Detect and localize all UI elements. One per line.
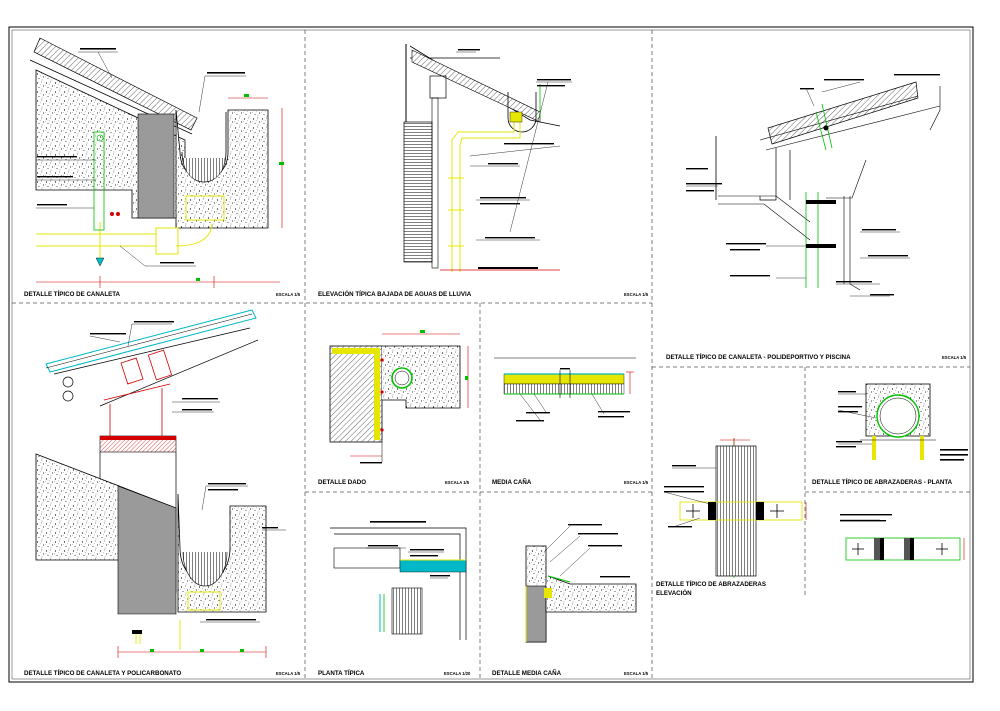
panel-title-gutter: DETALLE TÍPICO DE CANALETA: [24, 291, 121, 298]
panel-title-abrazaderas-planta: DETALLE TÍPICO DE ABRAZADERAS - PLANTA: [812, 479, 953, 486]
panel-scale-gutter-sports: ESCALA 1/5: [942, 355, 967, 360]
panel-title-detalle-media-cana: DETALLE MEDIA CAÑA: [492, 670, 562, 677]
planta-tipica-drawing: [330, 521, 467, 640]
panel-scale-detalle-media-cana: ESCALA 1/5: [624, 671, 649, 676]
panel-title-dado: DETALLE DADO: [318, 479, 367, 486]
panel-scale-downpipe: ESCALA 1/5: [624, 292, 649, 297]
panel-title-media-cana: MEDIA CAÑA: [492, 479, 532, 486]
sheet-frame: [8, 26, 974, 683]
panel-title-planta: PLANTA TÍPICA: [318, 670, 365, 677]
media-cana-drawing: [494, 357, 636, 422]
panel-title-abrazaderas-elev: DETALLE TÍPICO DE ABRAZADERAS: [656, 581, 766, 588]
panel-dividers: [12, 30, 970, 679]
panel-scale-media-cana: ESCALA 1/5: [624, 480, 649, 485]
panel-scale-dado: ESCALA 1/5: [445, 480, 470, 485]
panel-scale-planta: ESCALA 1/20: [444, 671, 471, 676]
panel-scale-gutter-polycarb: ESCALA 1/5: [276, 671, 301, 676]
gutter-polycarbonate-drawing: [35, 309, 286, 658]
downpipe-elevation-drawing: [403, 44, 572, 272]
panel-title-gutter-sports: DETALLE TÍPICO DE CANALETA - POLIDEPORTI…: [666, 354, 851, 361]
panel-scale-gutter: ESCALA 1/5: [276, 292, 301, 297]
abrazaderas-elevacion-drawing: [663, 438, 807, 578]
abrazaderas-planta-drawing: [836, 383, 968, 561]
detalle-media-cana-drawing: [525, 524, 637, 643]
panel-title-downpipe: ELEVACIÓN TÍPICA BAJADA DE AGUAS DE LLUV…: [318, 291, 472, 298]
gutter-sports-drawing: [686, 74, 941, 297]
dado-detail-drawing: [329, 330, 469, 464]
panel-title-gutter-polycarb: DETALLE TÍPICO DE CANALETA Y POLICARBONA…: [24, 670, 182, 677]
gutter-detail-drawing: [29, 37, 284, 288]
panel-subtitle-abrazaderas-elev: ELEVACIÓN: [656, 590, 692, 597]
